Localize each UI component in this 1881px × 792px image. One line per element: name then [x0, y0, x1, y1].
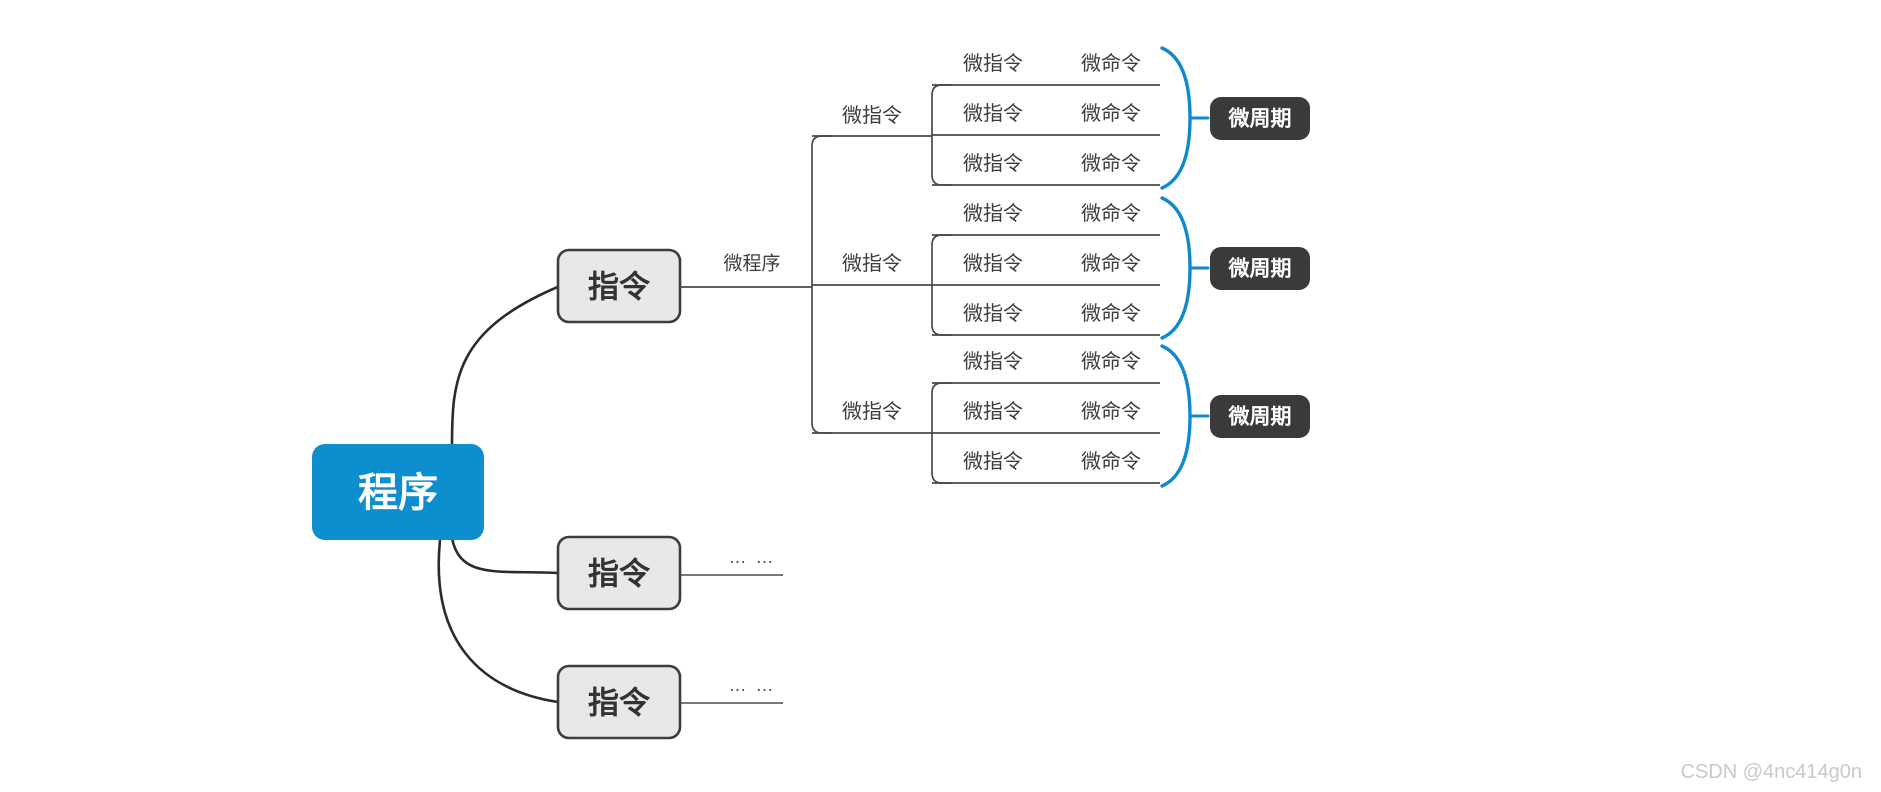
instruction-node-1[interactable]: 指令: [556, 248, 682, 324]
group-1-row-1-right: 微命令: [1081, 52, 1141, 75]
group-1-row-1-left: 微指令: [963, 52, 1023, 75]
instruction-2-tail-dots: … …: [728, 547, 775, 567]
csdn-watermark: CSDN @4nc414g0n: [1680, 761, 1862, 783]
group-1-brace: [1160, 46, 1192, 190]
group-2-badge-rect[interactable]: [1210, 247, 1310, 290]
group-1-row-3-left: 微指令: [963, 152, 1023, 175]
instruction-node-3[interactable]: 指令: [556, 664, 682, 740]
group-3-brace: [1160, 344, 1192, 488]
group-2-row-1: 微指令 微命令: [932, 202, 1160, 236]
group-1-row-2-left: 微指令: [963, 102, 1023, 125]
group-2-badge[interactable]: 微周期: [1210, 247, 1310, 290]
group-2-row-3-left: 微指令: [963, 302, 1023, 325]
group-3-row-3-right: 微命令: [1081, 450, 1141, 473]
microinstruction-group-3: 微指令 微指令 微命令 微指令 微命令 微指令 微命令 微周期: [812, 344, 1310, 488]
microprogram-edge-label: 微程序: [723, 253, 780, 275]
group-3-badge-rect[interactable]: [1210, 395, 1310, 438]
group-3-label: 微指令: [842, 400, 902, 423]
group-2-brace: [1160, 196, 1192, 340]
group-2-label: 微指令: [842, 252, 902, 275]
group-3-row-1: 微指令 微命令: [932, 350, 1160, 384]
group-2-row-3-right: 微命令: [1081, 302, 1141, 325]
instruction-3-tail: … …: [680, 675, 783, 704]
group-2-row-3: 微指令 微命令: [932, 302, 1160, 336]
group-2-row-1-left: 微指令: [963, 202, 1023, 225]
instruction-node-3-rect[interactable]: [556, 664, 682, 740]
instruction-2-tail: … …: [680, 547, 783, 576]
root-node[interactable]: 程序: [312, 444, 484, 540]
group-3-row-3: 微指令 微命令: [932, 450, 1160, 484]
group-3-row-2-left: 微指令: [963, 400, 1023, 423]
group-3-row-1-left: 微指令: [963, 350, 1023, 373]
group-3-badge-label: 微周期: [1228, 405, 1292, 429]
group-1-badge-rect[interactable]: [1210, 97, 1310, 140]
instruction-node-3-label: 指令: [588, 686, 651, 721]
group-1-row-3: 微指令 微命令: [932, 152, 1160, 186]
instruction-3-tail-dots: … …: [728, 675, 775, 695]
group-2-badge-label: 微周期: [1228, 257, 1292, 281]
instruction-node-2-label: 指令: [588, 557, 651, 592]
group-1-badge-label: 微周期: [1228, 107, 1292, 131]
group-3-row-2: 微指令 微命令: [932, 400, 1160, 434]
instruction-node-1-rect[interactable]: [556, 248, 682, 324]
group-2-row-2-right: 微命令: [1081, 252, 1141, 275]
group-3-row-1-right: 微命令: [1081, 350, 1141, 373]
microprogram-branch: 微程序: [680, 135, 832, 434]
edge-root-to-instruction-3: [437, 539, 559, 704]
instruction-node-2[interactable]: 指令: [556, 535, 682, 611]
group-1-label: 微指令: [842, 104, 902, 127]
group-1-row-2: 微指令 微命令: [932, 102, 1160, 136]
group-1-badge[interactable]: 微周期: [1210, 97, 1310, 140]
edge-root-to-instruction-1: [450, 284, 561, 447]
root-node-label: 程序: [358, 471, 438, 515]
instruction-node-1-label: 指令: [588, 270, 651, 305]
group-2-row-1-right: 微命令: [1081, 202, 1141, 225]
root-edges: [437, 284, 561, 704]
group-1-row-1: 微指令 微命令: [932, 52, 1160, 86]
edge-root-to-instruction-2: [450, 537, 559, 575]
group-3-badge[interactable]: 微周期: [1210, 395, 1310, 438]
group-2-row-2: 微指令 微命令: [932, 252, 1160, 286]
group-3-row-2-right: 微命令: [1081, 400, 1141, 423]
group-3-row-3-left: 微指令: [963, 450, 1023, 473]
group-1-row-3-right: 微命令: [1081, 152, 1141, 175]
instruction-node-2-rect[interactable]: [556, 535, 682, 611]
microinstruction-group-1: 微指令 微指令 微命令 微指令 微命令 微指令 微命令 微周期: [812, 46, 1310, 190]
root-node-rect[interactable]: [312, 444, 484, 540]
microinstruction-group-2: 微指令 微指令 微命令 微指令 微命令 微指令 微命令 微周期: [812, 196, 1310, 340]
group-1-row-2-right: 微命令: [1081, 102, 1141, 125]
group-2-row-2-left: 微指令: [963, 252, 1023, 275]
